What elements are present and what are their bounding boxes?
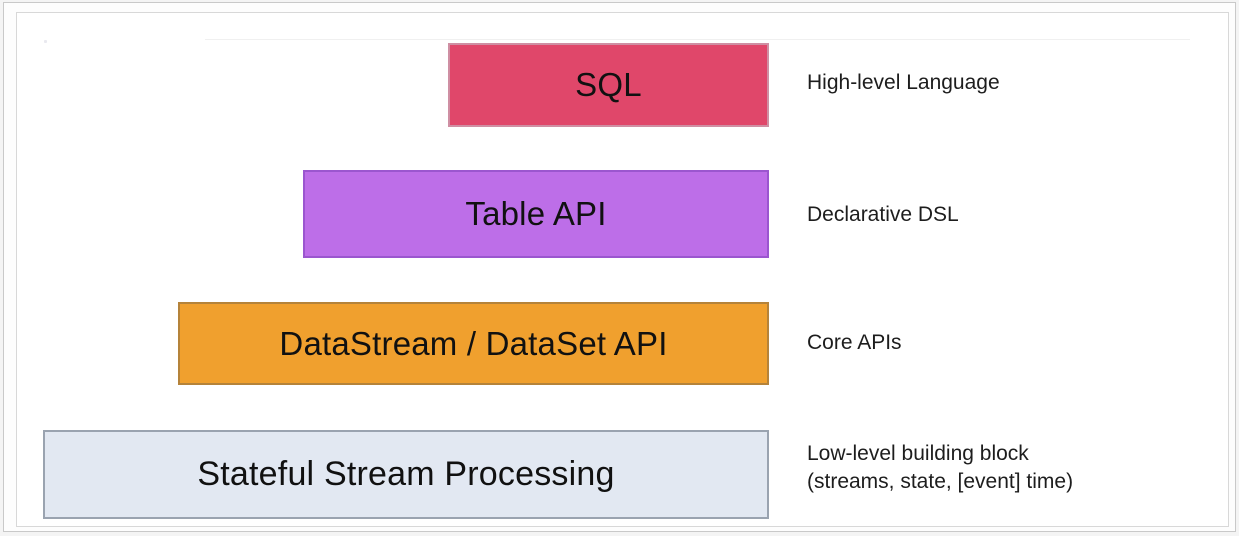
layer-bar-datastream-dataset-api[interactable]: DataStream / DataSet API [178,302,769,385]
hairline-divider [205,39,1190,40]
layer-description-stateful-stream-processing: Low-level building block (streams, state… [807,442,1074,493]
layer-description-sql: High-level Language [807,71,1000,94]
artifact-speck [44,40,47,43]
diagram-card: SQL Table API DataStream / DataSet API S… [16,12,1229,527]
layer-bar-table-api[interactable]: Table API [303,170,769,258]
layer-description-table-api: Declarative DSL [807,203,959,226]
layer-description-datastream-dataset-api: Core APIs [807,331,902,354]
outer-frame: SQL Table API DataStream / DataSet API S… [3,2,1236,532]
layer-bar-sql[interactable]: SQL [448,43,769,127]
layer-bar-stateful-stream-processing[interactable]: Stateful Stream Processing [43,430,769,519]
